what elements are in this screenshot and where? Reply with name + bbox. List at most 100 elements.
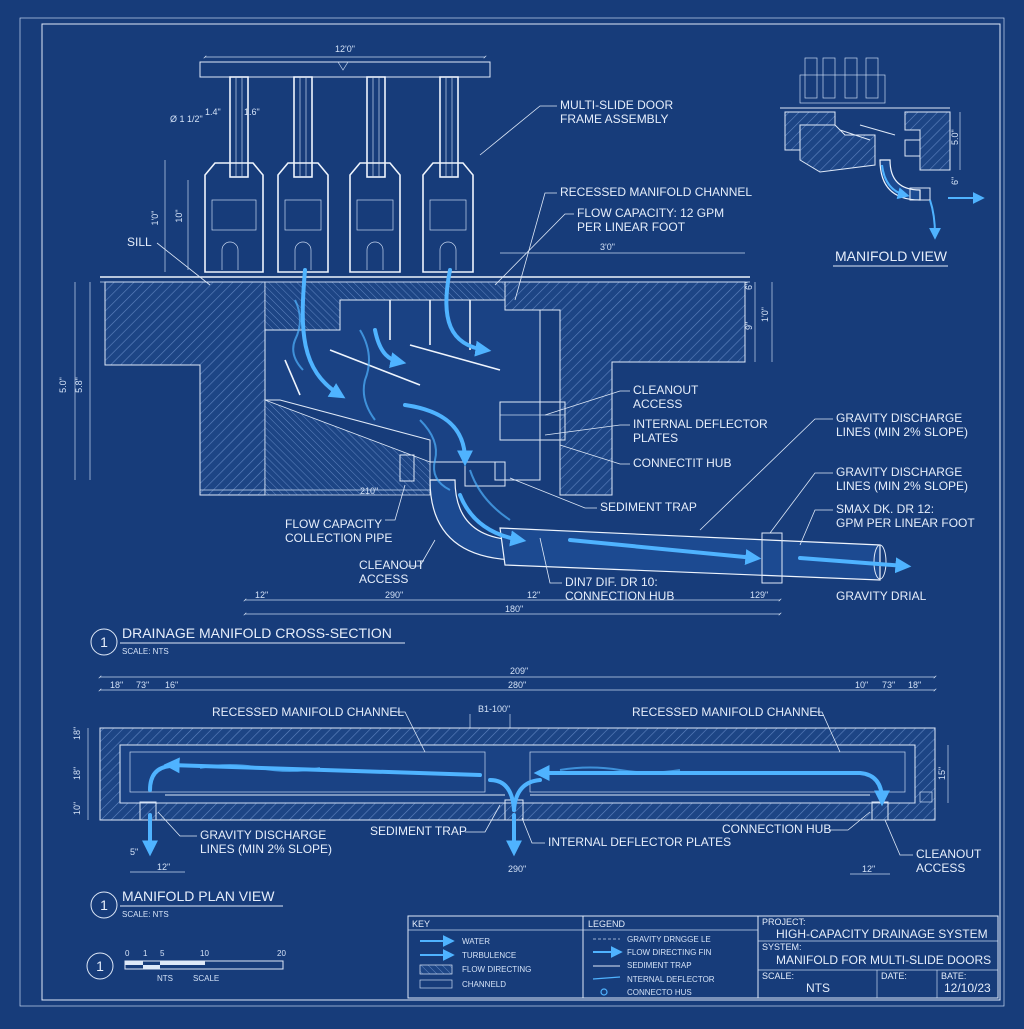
key-item-water: WATER — [462, 937, 490, 946]
plan-dim-v18: 18" — [72, 727, 82, 740]
tb-project: HIGH-CAPACITY DRAINAGE SYSTEM — [776, 927, 988, 941]
dim-b180: 180" — [505, 604, 523, 614]
section-scale: SCALE: NTS — [122, 647, 169, 656]
tb-system-label: SYSTEM: — [762, 942, 802, 952]
plan-lbl-recessed-r: RECESSED MANIFOLD CHANNEL — [632, 705, 824, 719]
plan-dim-center: B1-100" — [478, 704, 510, 714]
plan-title: MANIFOLD PLAN VIEW — [122, 888, 275, 904]
plan-dim-inner: 280" — [508, 680, 526, 690]
plan-lbl-recessed-l: RECESSED MANIFOLD CHANNEL — [212, 705, 404, 719]
key-title: KEY — [412, 919, 430, 929]
key-item-flow-directing: FLOW DIRECTING — [462, 965, 531, 974]
plan-dim-73b: 73" — [882, 680, 895, 690]
dim-v100: 1'0" — [150, 211, 160, 226]
plan-dim-10: 10" — [855, 680, 868, 690]
dim-14a: 1.4" — [205, 107, 221, 117]
lbl-deflector-1: INTERNAL DEFLECTOR — [633, 417, 768, 431]
dim-v9: 9" — [744, 322, 754, 330]
lbl-smax-1: SMAX DK. DR 12: — [836, 502, 934, 516]
scale-tick-10: 10 — [200, 949, 209, 958]
dim-14b: 1.6" — [244, 107, 260, 117]
lbl-gravity1-2: LINES (MIN 2% SLOPE) — [836, 425, 968, 439]
dim-v10: 10" — [174, 209, 184, 222]
lbl-gravity2-2: LINES (MIN 2% SLOPE) — [836, 479, 968, 493]
dim-30: 3'0" — [600, 242, 615, 252]
lbl-gravity1-1: GRAVITY DISCHARGE — [836, 411, 962, 425]
dim-v6: 6" — [744, 282, 754, 290]
scale-tick-5: 5 — [160, 949, 165, 958]
plan-dim-b290: 290" — [508, 864, 526, 874]
lbl-deflector-2: PLATES — [633, 431, 678, 445]
tb-project-label: PROJECT: — [762, 917, 806, 927]
lbl-hub: CONNECTIT HUB — [633, 456, 731, 470]
dim-210: 210" — [360, 486, 378, 496]
scale-bar: 1 0 1 5 10 20 NTS SCALE — [86, 949, 286, 983]
key-item-turbulence: TURBULENCE — [462, 951, 516, 960]
lbl-sediment: SEDIMENT TRAP — [600, 500, 697, 514]
cross-section: 12'0" — [58, 44, 975, 656]
legend-item-1: GRAVITY DRNGGE LE — [627, 935, 711, 944]
plan-scale: SCALE: NTS — [122, 910, 169, 919]
dim-b129: 129" — [750, 590, 768, 600]
plan-number: 1 — [100, 897, 108, 913]
dim-v58b: 5.8" — [74, 377, 84, 393]
lbl-cleanout-r-2: ACCESS — [633, 397, 682, 411]
plan-lbl-deflector: INTERNAL DEFLECTOR PLATES — [548, 835, 731, 849]
manifold-view: 5.0" 6" MANIFOLD VIEW — [780, 57, 985, 267]
dim-top: 12'0" — [335, 44, 355, 54]
plan-dim-16a: 16" — [165, 680, 178, 690]
lbl-cleanout-l-1: CLEANOUT — [359, 558, 425, 572]
section-number: 1 — [100, 634, 108, 650]
section-title: DRAINAGE MANIFOLD CROSS-SECTION — [122, 625, 392, 641]
plan-lbl-hub: CONNECTION HUB — [722, 822, 831, 836]
scale-tick-0: 0 — [125, 949, 130, 958]
plan-dim-b12r: 12" — [862, 864, 875, 874]
tb-system: MANIFOLD FOR MULTI-SLIDE DOORS — [776, 953, 991, 967]
lbl-flowcap-2: PER LINEAR FOOT — [577, 220, 686, 234]
lbl-dimhub-1: DIN7 DIF. DR 10: — [565, 575, 658, 589]
scale-nts: NTS — [157, 974, 173, 983]
legend-item-3: SEDIMENT TRAP — [627, 961, 692, 970]
tb-scale-label: SCALE: — [762, 971, 794, 981]
plan-lbl-cleanout-2: ACCESS — [916, 861, 965, 875]
lbl-sill: SILL — [127, 235, 152, 249]
plan-dim-vr: 15" — [937, 767, 947, 780]
legend-item-2: FLOW DIRECTING FIN — [627, 948, 712, 957]
outer-border — [19, 17, 1005, 1007]
mv-dim-50: 5.0" — [950, 129, 960, 145]
lbl-smax-2: GPM PER LINEAR FOOT — [836, 516, 975, 530]
legend-title: LEGEND — [588, 919, 626, 929]
tb-date: 12/10/23 — [944, 981, 991, 995]
dim-b12: 12" — [255, 590, 268, 600]
tb-bate-label: BATE: — [941, 971, 966, 981]
dim-b290: 290" — [385, 590, 403, 600]
lbl-frame-2: FRAME ASSEMBLY — [560, 112, 668, 126]
manifold-view-title: MANIFOLD VIEW — [835, 248, 948, 264]
dim-v10r: 1'0" — [760, 307, 770, 322]
lbl-cleanout-l-2: ACCESS — [359, 572, 408, 586]
scalebar-number: 1 — [96, 958, 104, 974]
dim-dia: Ø 1 1/2" — [170, 114, 203, 124]
scale-label: SCALE — [193, 974, 219, 983]
key-item-channeld: CHANNELD — [462, 980, 506, 989]
plan-view: 209" 280" 18" 73" 16" 10" 73" 18" B1-100… — [72, 666, 982, 919]
lbl-cleanout-r-1: CLEANOUT — [633, 383, 699, 397]
plan-dim-b12: 12" — [157, 862, 170, 872]
lbl-dimhub-2: CONNECTION HUB — [565, 589, 674, 603]
mv-dim-6: 6" — [950, 177, 960, 185]
title-block: KEY WATER TURBULENCE FLOW DIRECTING CHAN… — [407, 915, 999, 999]
plan-dim-top: 209" — [510, 666, 528, 676]
plan-dim-18b: 18" — [908, 680, 921, 690]
lbl-collection-2: COLLECTION PIPE — [285, 531, 392, 545]
tb-date-label: DATE: — [881, 971, 907, 981]
dim-b12b: 12" — [527, 590, 540, 600]
plan-dim-v10: 10" — [72, 802, 82, 815]
plan-lbl-cleanout-1: CLEANOUT — [916, 847, 982, 861]
tb-scale: NTS — [806, 981, 830, 995]
lbl-flowcap-1: FLOW CAPACITY: 12 GPM — [577, 206, 724, 220]
plan-lbl-gravity-2: LINES (MIN 2% SLOPE) — [200, 842, 332, 856]
lbl-frame-1: MULTI-SLIDE DOOR — [560, 98, 673, 112]
plan-dim-b5: 5" — [130, 847, 138, 857]
